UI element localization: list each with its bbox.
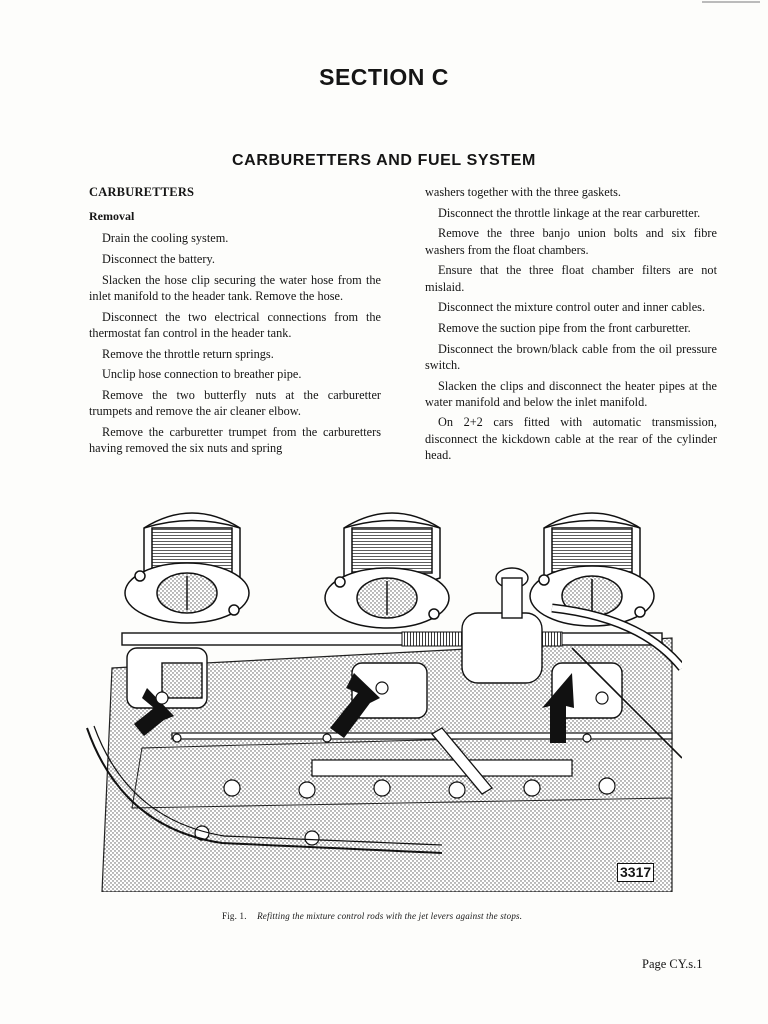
paragraph: Remove the two butterfly nuts at the car… — [89, 388, 381, 419]
paragraph: Remove the carburetter trumpet from the … — [89, 424, 381, 456]
section-title: SECTION C — [319, 64, 449, 90]
paragraph: Remove the three banjo union bolts and s… — [425, 226, 717, 257]
figure-caption: Fig. 1. Refitting the mixture control ro… — [222, 911, 522, 921]
removal-subheading: Removal — [89, 209, 135, 224]
scan-edge-mark — [702, 1, 760, 3]
paragraph: Disconnect the brown/black cable from th… — [425, 341, 717, 372]
paragraph: Disconnect the throttle linkage at the r… — [438, 205, 701, 220]
paragraph: Disconnect the two electrical connection… — [89, 309, 381, 340]
paragraph: Slacken the clips and disconnect the hea… — [425, 378, 717, 409]
carburetter-drawing — [86, 512, 682, 892]
figure-caption-text: Refitting the mixture control rods with … — [257, 911, 523, 921]
paragraph: Disconnect the battery. — [102, 252, 215, 267]
left-column: CARBURETTERS Removal Drain the cooling s… — [89, 184, 381, 461]
paragraph: Drain the cooling system. — [102, 231, 229, 246]
figure-caption-label: Fig. 1. — [222, 911, 247, 921]
paragraph: Remove the throttle return springs. — [102, 346, 274, 361]
carburetters-heading: CARBURETTERS — [89, 185, 195, 199]
paragraph: Remove the suction pipe from the front c… — [438, 320, 691, 335]
carburetter-illustration: 3317 — [82, 498, 682, 892]
paragraph: On 2+2 cars fitted with automatic transm… — [425, 415, 717, 462]
page-number: Page CY.s.1 — [642, 957, 703, 971]
paragraph: Disconnect the mixture control outer and… — [438, 300, 706, 315]
paragraph: Ensure that the three float chamber filt… — [425, 263, 717, 294]
right-column: washers together with the three gaskets.… — [425, 184, 717, 468]
chapter-title: CARBURETTERS AND FUEL SYSTEM — [232, 152, 536, 169]
paragraph: Slacken the hose clip securing the water… — [89, 272, 381, 304]
paragraph: Unclip hose connection to breather pipe. — [102, 367, 302, 382]
paragraph-continuation: washers together with the three gaskets. — [425, 185, 622, 199]
figure-number: 3317 — [617, 863, 655, 882]
